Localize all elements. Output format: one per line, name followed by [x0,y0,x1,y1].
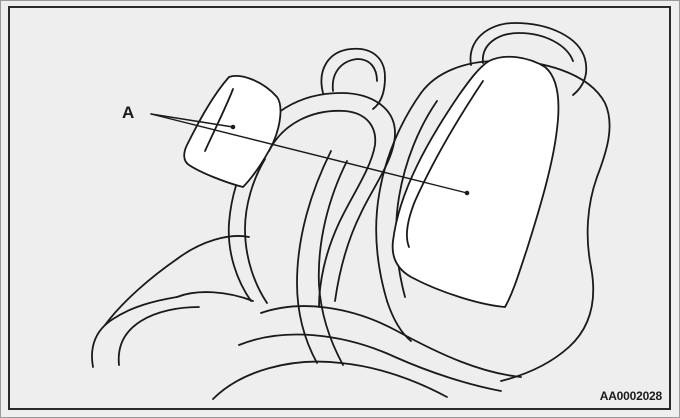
left-seat-cushion [177,236,249,259]
left-seat-headrest-inner [333,59,377,91]
left-seat-cushion-base [92,297,177,367]
leader-dot-right [466,192,469,195]
left-seat-back-inner [269,111,375,307]
callout-label-a: A [122,104,134,121]
leader-dot-left [232,126,235,129]
left-seat-headrest [321,49,385,109]
right-seat-cushion-front [213,362,447,399]
right-seat-back-lower [387,301,411,341]
figure-code: AA0002028 [600,390,662,402]
cushion-sweep-left [177,292,253,301]
left-seat-cushion-seam [119,307,199,365]
airbag-right [393,57,559,307]
left-seat-cushion-front [105,259,177,325]
